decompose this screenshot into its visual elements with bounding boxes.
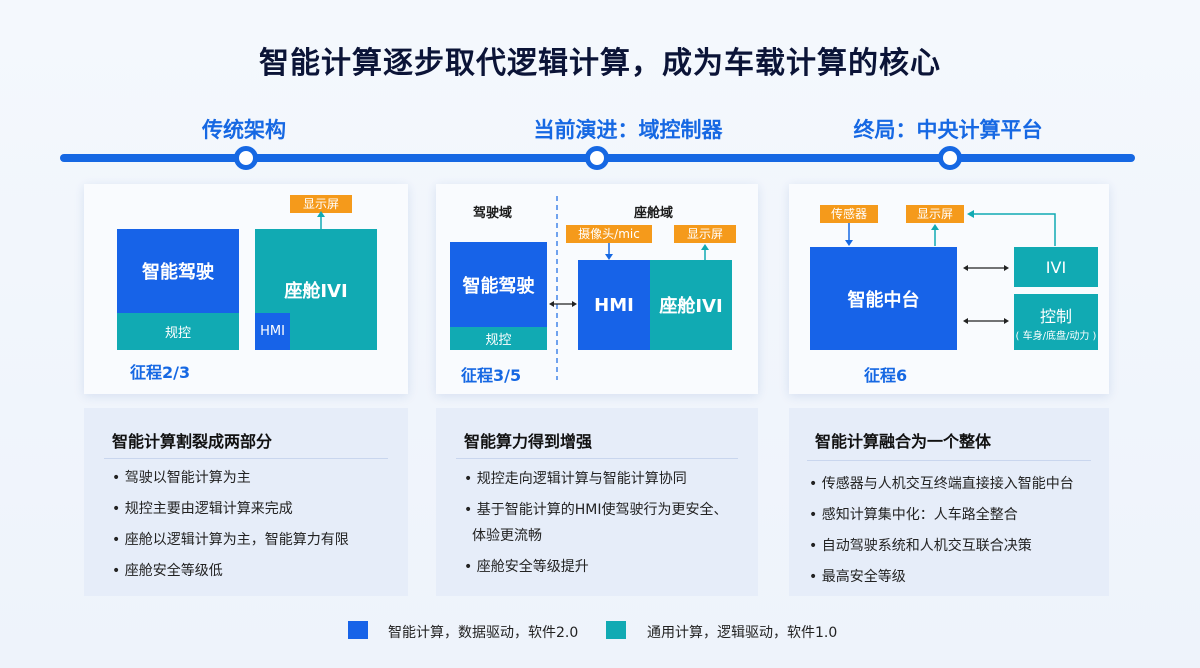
- control-box: 规控: [450, 327, 547, 350]
- list-item: 规控主要由逻辑计算来完成: [112, 499, 293, 519]
- generation-label: 征程2/3: [130, 363, 191, 382]
- panel-heading: 智能计算割裂成两部分: [112, 432, 273, 451]
- ivi-box: IVI: [1014, 247, 1098, 287]
- list-item: 规控走向逻辑计算与智能计算协同: [464, 469, 687, 489]
- control-box: 规控: [117, 313, 239, 350]
- display-box: 显示屏: [674, 225, 736, 243]
- timeline-node-1: [234, 146, 258, 170]
- timeline-node-2: [585, 146, 609, 170]
- panel-divider: [104, 458, 388, 459]
- list-item: 座舱安全等级提升: [464, 557, 589, 577]
- page-title: 智能计算逐步取代逻辑计算，成为车载计算的核心: [259, 46, 941, 81]
- cockpit-domain-label: 座舱域: [634, 206, 674, 221]
- panel-heading: 智能算力得到增强: [464, 432, 593, 451]
- panel-divider: [456, 458, 738, 459]
- stage-title-central: 终局：中央计算平台: [853, 118, 1043, 142]
- description-panel-3: 智能计算融合为一个整体 传感器与人机交互终端直接接入智能中台 感知计算集中化：人…: [789, 408, 1109, 596]
- control-sub-label: ( 车身/底盘/动力 ): [1015, 330, 1097, 342]
- stage-title-domain: 当前演进：域控制器: [533, 118, 723, 142]
- legend-swatch-general: [606, 621, 626, 639]
- smart-center-box: 智能中台: [810, 247, 957, 350]
- generation-label: 征程6: [864, 366, 908, 385]
- arrow-icon: [317, 211, 325, 229]
- generation-label: 征程3/5: [461, 366, 522, 385]
- legend-label-smart: 智能计算，数据驱动，软件2.0: [388, 625, 579, 641]
- display-box: 显示屏: [906, 205, 964, 223]
- legend-label-general: 通用计算，逻辑驱动，软件1.0: [647, 625, 838, 641]
- panel-divider: [807, 460, 1091, 461]
- arrow-icon: [845, 210, 1056, 324]
- list-item: 传感器与人机交互终端直接接入智能中台: [809, 474, 1074, 494]
- list-item-continuation: 体验更流畅: [472, 528, 542, 544]
- display-box: 显示屏: [290, 195, 352, 213]
- camera-box: 摄像头/mic: [566, 225, 652, 243]
- smart-drive-box: 智能驾驶: [117, 229, 239, 313]
- stage-title-traditional: 传统架构: [202, 118, 286, 142]
- legend-swatch-smart: [348, 621, 368, 639]
- timeline-node-3: [938, 146, 962, 170]
- smart-drive-box: 智能驾驶: [450, 242, 547, 327]
- list-item: 感知计算集中化：人车路全整合: [809, 505, 1018, 525]
- hmi-box: HMI: [255, 313, 290, 350]
- description-panel-1: 智能计算割裂成两部分 驾驶以智能计算为主 规控主要由逻辑计算来完成 座舱以逻辑计…: [84, 408, 408, 596]
- list-item: 最高安全等级: [809, 567, 906, 587]
- description-panel-2: 智能算力得到增强 规控走向逻辑计算与智能计算协同 基于智能计算的HMI使驾驶行为…: [436, 408, 758, 596]
- sensor-box: 传感器: [820, 205, 878, 223]
- list-item: 座舱以逻辑计算为主，智能算力有限: [112, 530, 349, 550]
- drive-domain-label: 驾驶域: [473, 206, 513, 221]
- control-box: 控制 ( 车身/底盘/动力 ): [1014, 294, 1098, 350]
- cockpit-ivi-box: 座舱IVI: [650, 260, 732, 350]
- list-item: 自动驾驶系统和人机交互联合决策: [809, 536, 1032, 556]
- list-item: 驾驶以智能计算为主: [112, 468, 251, 488]
- panel-heading: 智能计算融合为一个整体: [815, 432, 992, 451]
- arrow-icon: [549, 196, 709, 380]
- hmi-box: HMI: [578, 260, 650, 350]
- list-item: 座舱安全等级低: [112, 561, 223, 581]
- control-label: 控制: [1039, 306, 1072, 326]
- list-item: 基于智能计算的HMI使驾驶行为更安全、: [464, 500, 728, 520]
